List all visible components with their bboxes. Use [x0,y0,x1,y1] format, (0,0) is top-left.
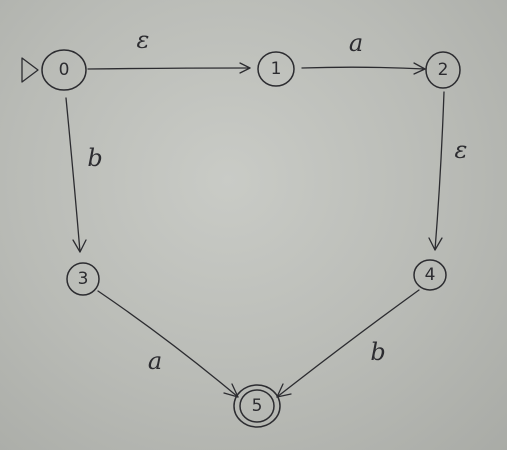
transition-1-2: a [301,29,426,75]
edge-line-2-4 [434,91,445,251]
transition-label-2-4: ε [455,136,468,164]
state-ring-4 [413,259,447,291]
edge-line-3-5 [97,290,239,398]
transition-label-1-2: a [349,29,363,57]
state-5: 5 [233,384,281,428]
edge-line-1-2 [301,66,426,70]
state-ring-2 [425,51,461,89]
state-1: 1 [257,51,295,87]
state-ring-0 [41,49,87,91]
transition-0-1: ε [87,26,251,74]
transition-2-4: ε [428,91,468,251]
state-4: 4 [413,259,447,291]
arrowhead-3-5 [223,383,239,398]
state-0: 0 [41,49,87,91]
edge-line-4-5 [276,289,420,398]
state-label-4: 4 [425,265,436,285]
state-label-0: 0 [59,60,70,80]
start-arrow [21,57,39,83]
state-label-3: 3 [78,269,89,289]
arrowhead-4-5 [276,383,292,398]
state-label-1: 1 [271,59,282,79]
transition-label-3-5: a [148,347,162,375]
arrowhead-0-3 [72,239,87,253]
transition-label-0-1: ε [137,26,150,54]
state-ring-1 [257,51,295,87]
transition-4-5: b [276,289,420,398]
state-label-5: 5 [252,396,263,416]
state-ring-outer-5 [233,384,281,428]
state-ring-3 [66,262,100,296]
transition-label-4-5: b [370,338,385,366]
arrowhead-0-1 [239,62,251,74]
arrowhead-2-4 [428,237,443,251]
state-2: 2 [425,51,461,89]
edge-line-0-1 [87,67,251,70]
transition-3-5: a [97,290,239,398]
edge-line-0-3 [65,97,81,253]
arrowhead-1-2 [413,62,426,75]
state-ring-inner-5 [239,389,275,423]
transition-0-3: b [65,97,103,253]
state-3: 3 [66,262,100,296]
transition-label-0-3: b [87,144,102,172]
state-label-2: 2 [438,60,449,80]
